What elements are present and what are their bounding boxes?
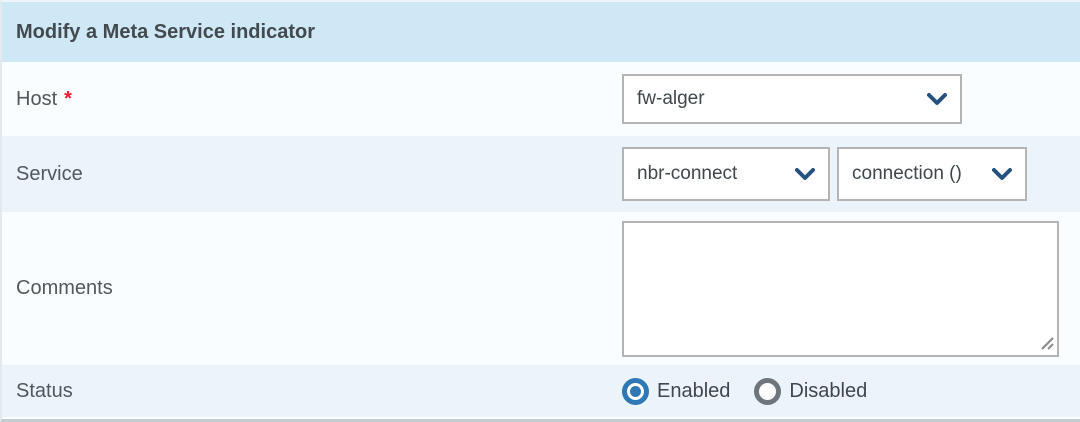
service-select[interactable]: nbr-connect xyxy=(622,147,830,201)
status-radio-enabled[interactable]: Enabled xyxy=(622,377,731,405)
host-value-cell: fw-alger xyxy=(622,62,1080,136)
service-label-cell: Service xyxy=(2,136,622,212)
host-select-value: fw-alger xyxy=(637,88,705,109)
host-label-cell: Host * xyxy=(2,62,622,136)
service-label: Service xyxy=(16,162,83,185)
status-value-cell: Enabled Disabled xyxy=(622,365,1080,417)
service-select-value: nbr-connect xyxy=(637,163,738,184)
status-radio-disabled[interactable]: Disabled xyxy=(754,377,868,405)
status-label: Status xyxy=(16,379,73,402)
comments-value-cell xyxy=(622,212,1080,365)
comments-label: Comments xyxy=(16,277,113,299)
form-header: Modify a Meta Service indicator xyxy=(2,2,1080,62)
radio-dot xyxy=(630,385,641,397)
chevron-down-icon xyxy=(927,92,947,106)
comments-label-cell: Comments xyxy=(2,212,622,365)
metric-select-value: connection () xyxy=(852,163,962,184)
radio-selected-icon xyxy=(622,377,649,405)
metric-select[interactable]: connection () xyxy=(837,147,1027,201)
form-row-host: Host * fw-alger xyxy=(2,62,1080,136)
radio-unselected-icon xyxy=(754,377,782,405)
form-title: Modify a Meta Service indicator xyxy=(16,20,315,43)
form-row-status: Status Enabled Disabled xyxy=(2,365,1080,417)
required-asterisk: * xyxy=(64,87,72,110)
status-disabled-label: Disabled xyxy=(789,379,868,402)
form-row-service: Service nbr-connect connection () xyxy=(2,136,1080,212)
service-value-cell: nbr-connect connection () xyxy=(622,136,1080,212)
host-label: Host xyxy=(16,87,58,110)
status-label-cell: Status xyxy=(2,365,622,417)
comments-textarea[interactable] xyxy=(622,220,1059,357)
status-enabled-label: Enabled xyxy=(657,379,731,402)
chevron-down-icon xyxy=(992,167,1012,181)
host-select[interactable]: fw-alger xyxy=(622,74,962,124)
chevron-down-icon xyxy=(795,167,815,181)
comments-textarea-wrap xyxy=(622,220,1059,357)
form-row-comments: Comments xyxy=(2,212,1080,365)
